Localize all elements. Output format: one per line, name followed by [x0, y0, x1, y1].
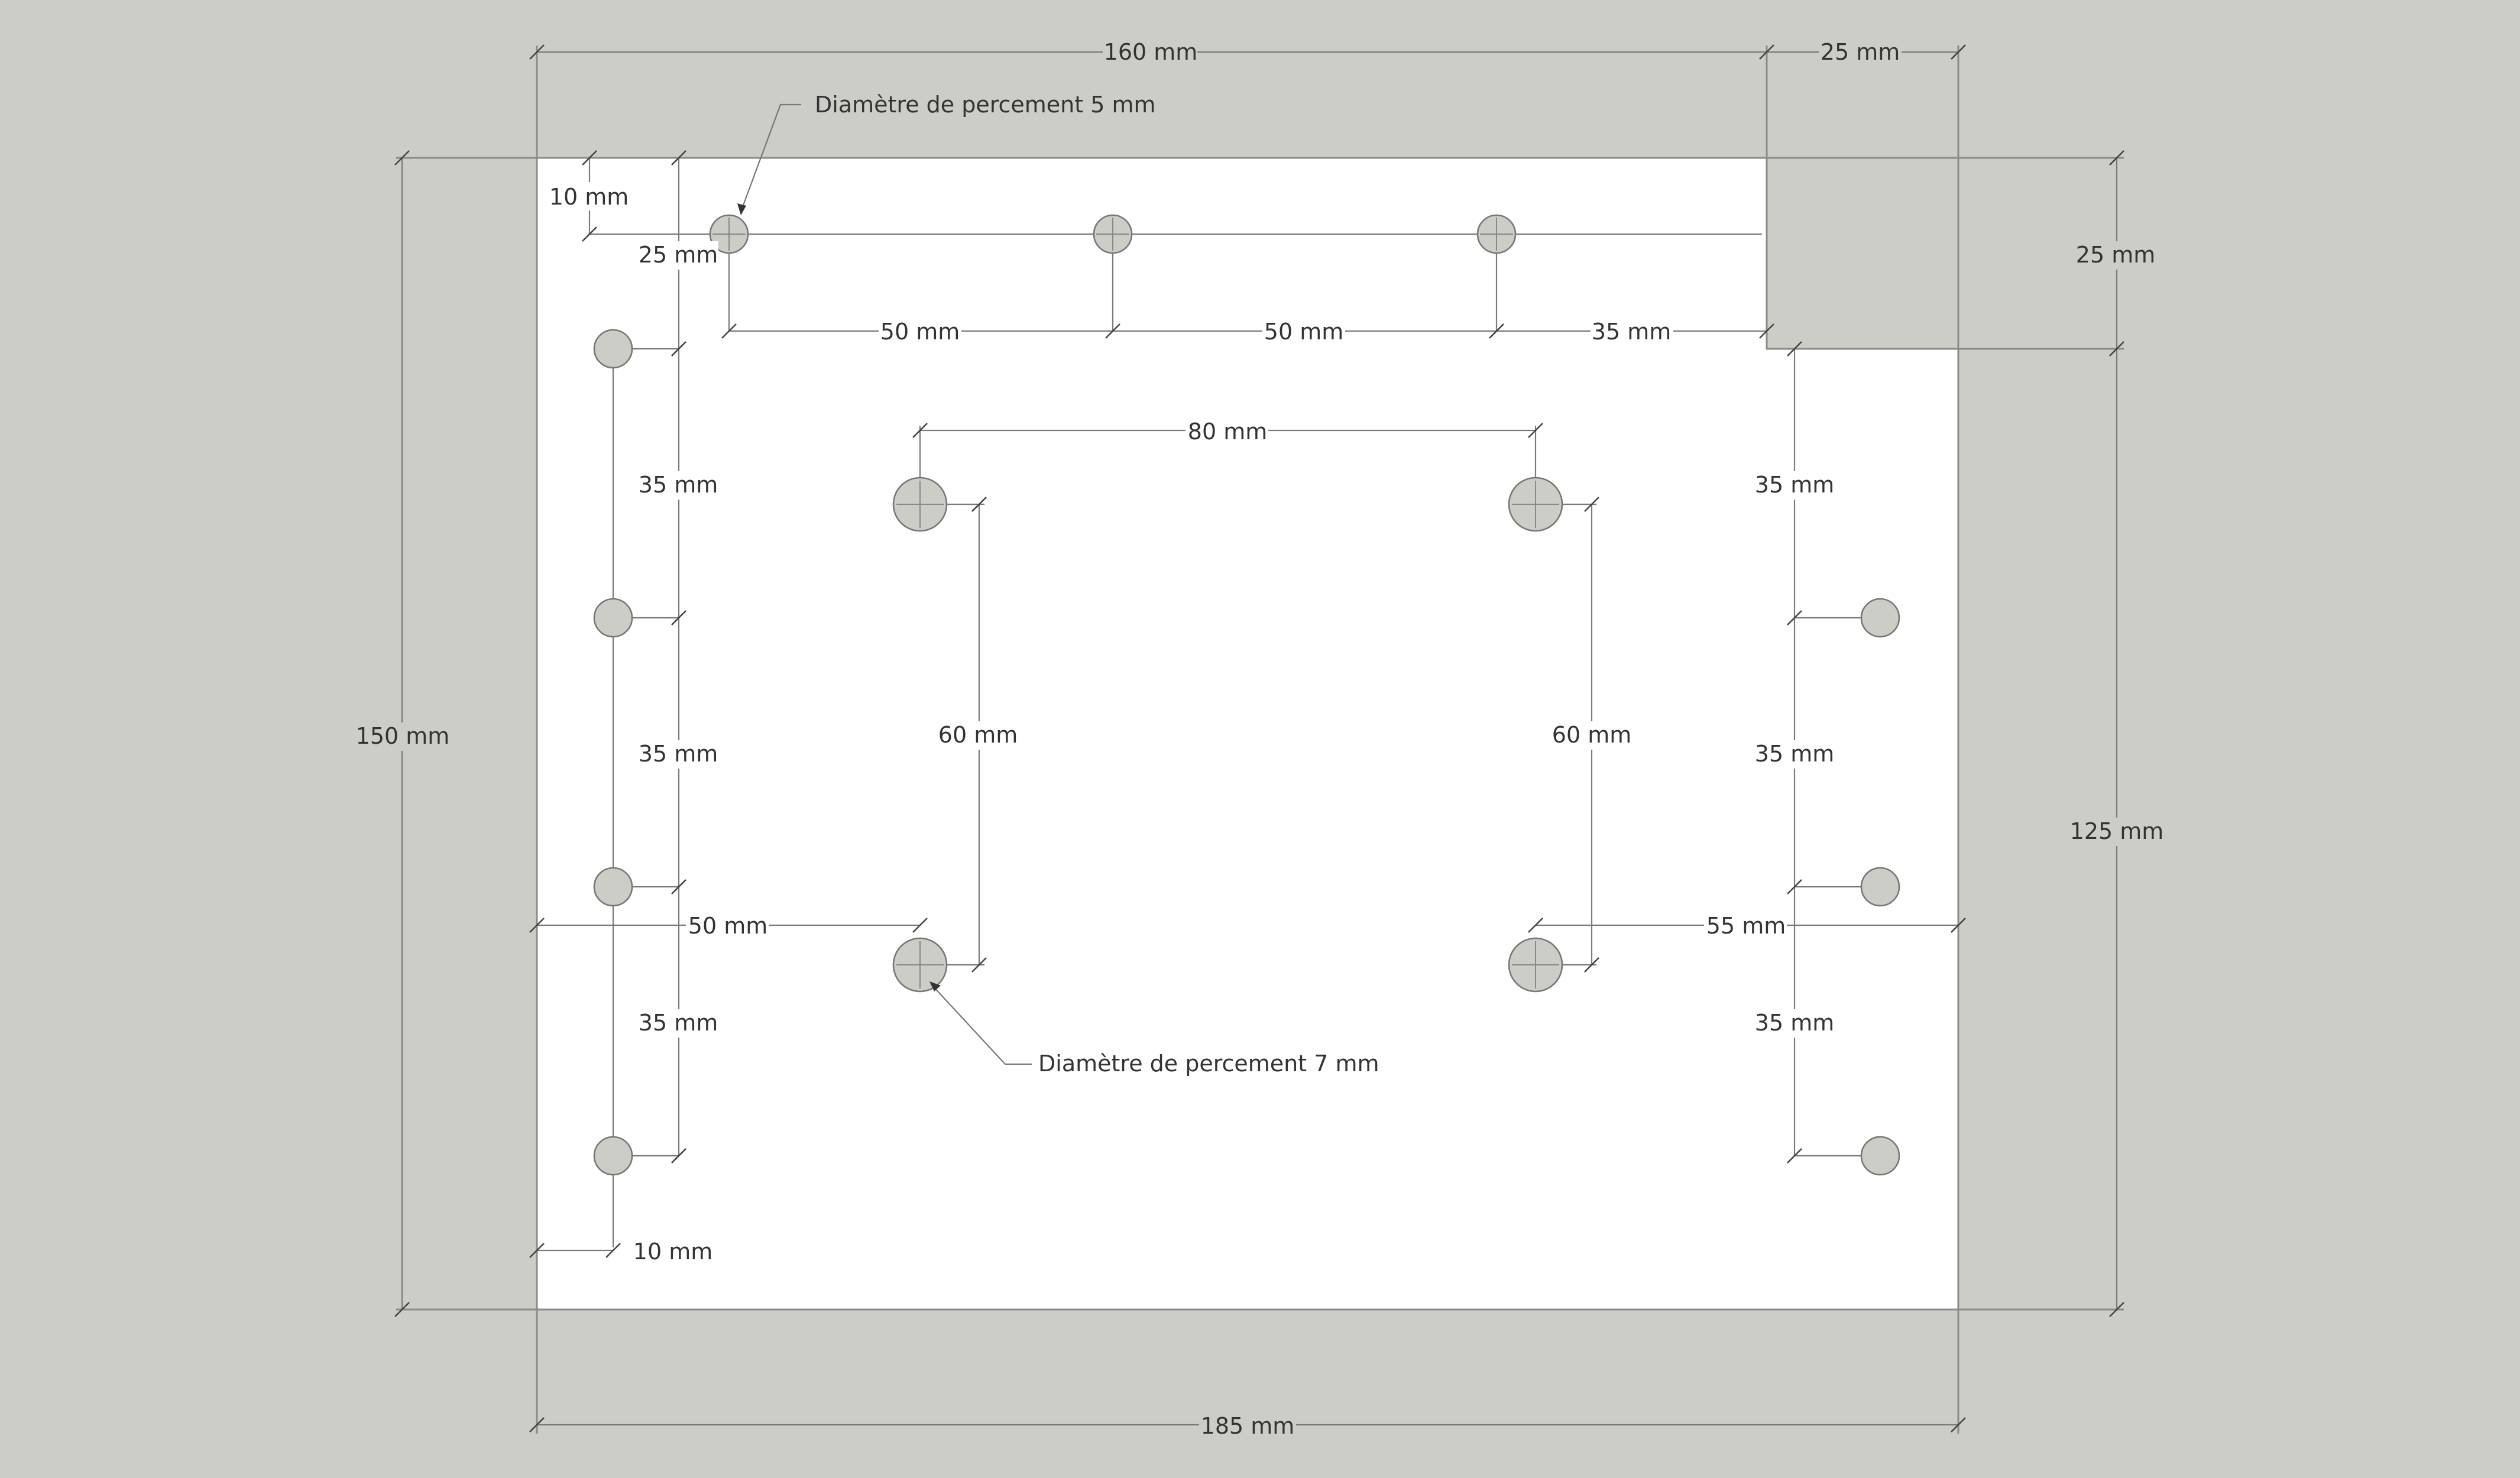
dim-right-spacing-2: 35 mm — [1755, 741, 1834, 767]
dim-top-width: 160 mm — [1104, 39, 1198, 65]
dim-left-spacing-1: 35 mm — [639, 472, 718, 498]
hole-right-2 — [1860, 867, 1900, 907]
dimension-ticks — [394, 44, 2124, 1432]
leaders — [737, 103, 1032, 1065]
arrow-head-small — [737, 203, 746, 215]
hole-right-3 — [1860, 1136, 1900, 1176]
dim-left-first-offset: 25 mm — [639, 242, 718, 268]
note-large-hole: Diamètre de percement 7 mm — [1038, 1051, 1379, 1077]
note-small-hole: Diamètre de percement 5 mm — [815, 92, 1156, 118]
dim-notch-width: 25 mm — [1821, 39, 1900, 65]
dim-left-large-offset: 50 mm — [688, 913, 767, 939]
hole-left-2 — [593, 598, 633, 638]
dim-top-spacing-1: 50 mm — [880, 319, 960, 345]
dim-right-large-offset: 55 mm — [1706, 913, 1786, 939]
large-holes — [892, 477, 1563, 993]
dim-right-pair-spacing: 60 mm — [1552, 722, 1631, 748]
hole-left-4 — [593, 1136, 633, 1176]
hole-right-1 — [1860, 598, 1900, 638]
dim-top-spacing-2: 50 mm — [1264, 319, 1343, 345]
notes: Diamètre de percement 5 mm Diamètre de p… — [810, 90, 1379, 1078]
dim-top-spacing-3: 35 mm — [1592, 319, 1671, 345]
dim-left-pair-spacing: 60 mm — [938, 722, 1018, 748]
dim-notch-height: 25 mm — [2076, 242, 2155, 268]
dim-bottom-width: 185 mm — [1201, 1413, 1295, 1439]
dim-left-spacing-2: 35 mm — [639, 741, 718, 767]
dim-left-height: 150 mm — [356, 723, 450, 749]
dim-top-hole-offset: 10 mm — [549, 184, 629, 210]
hole-left-1 — [593, 329, 633, 369]
dim-left-column-offset: 10 mm — [633, 1239, 712, 1265]
dim-large-holes-spacing: 80 mm — [1188, 419, 1267, 445]
small-holes — [593, 214, 1900, 1176]
dim-right-spacing-3: 35 mm — [1755, 1010, 1834, 1036]
hole-left-3 — [593, 867, 633, 907]
dim-right-spacing-1: 35 mm — [1755, 472, 1834, 498]
notch — [1766, 157, 1959, 350]
dimension-labels: 160 mm 25 mm 25 mm 150 mm 125 mm 185 mm … — [355, 38, 2164, 1440]
dim-left-spacing-3: 35 mm — [639, 1010, 718, 1036]
arrow-head-large — [929, 981, 941, 991]
dim-right-height: 125 mm — [2070, 818, 2164, 844]
